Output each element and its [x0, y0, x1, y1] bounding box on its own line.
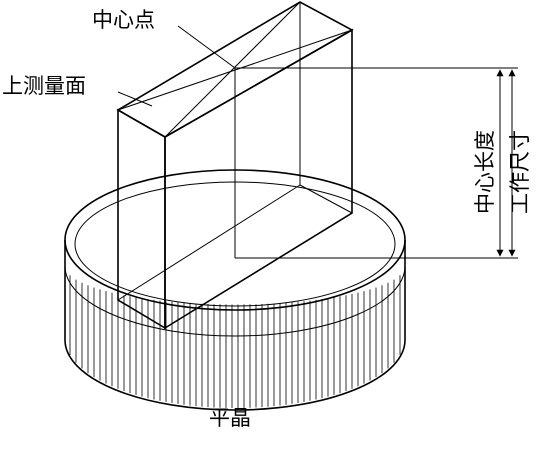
center-point-label: 中心点 [92, 8, 155, 32]
cylinder-bottom-arc [64, 339, 406, 411]
hidden-edge-bottom-right [299, 184, 353, 214]
upper-face-leader [117, 91, 153, 107]
gauge-block [116, 1, 354, 330]
right-face [164, 28, 353, 330]
top-diagonal-2 [164, 1, 301, 138]
center-length-label: 中心长度 [473, 130, 497, 214]
knurl-top-arc [64, 265, 406, 337]
center-point-leader [177, 25, 236, 69]
hidden-edge-bottom-left [117, 184, 301, 301]
knurl-pattern [64, 265, 406, 408]
working-size-label: 工作尺寸 [508, 130, 532, 214]
optical-flat-label: 平晶 [209, 406, 251, 430]
upper-measuring-face-label: 上测量面 [2, 74, 86, 98]
